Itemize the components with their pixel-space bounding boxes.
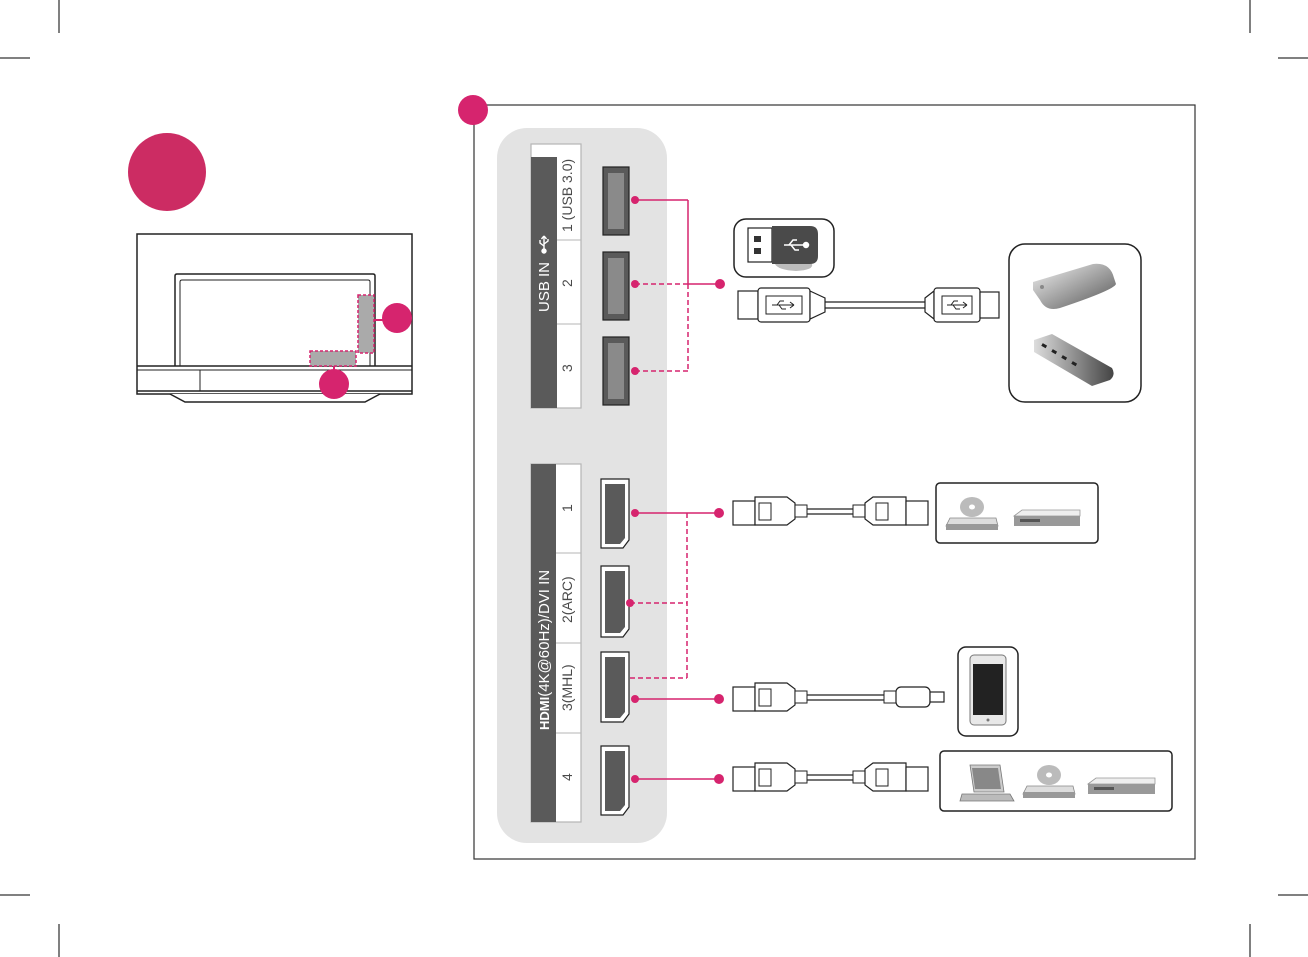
hdmi-port-2: [601, 566, 629, 637]
hdmi-cable-1-icon: [733, 497, 928, 525]
hdmi-label-box: HDMI(4K@60Hz)/DVI IN 1 2(ARC) 3(MHL) 4: [531, 464, 581, 822]
port-panel: [497, 128, 667, 843]
side-port-area: [358, 295, 374, 353]
detail-badge: [458, 95, 488, 125]
set-top-box-2-icon: [1088, 778, 1155, 794]
usb-label-box: USB IN 1 (USB 3.0) 2 3: [531, 144, 581, 408]
hdmi-port-4-label: 4: [559, 773, 575, 781]
set-top-box-icon: [1014, 510, 1080, 526]
hdmi-header: HDMI(4K@60Hz)/DVI IN: [536, 570, 553, 730]
usb-ports: [603, 167, 629, 405]
usb-stick-icon: [734, 219, 834, 277]
hdmi-logo-text: HDMI: [537, 697, 552, 730]
step-badge: [128, 133, 206, 211]
usb-devices-box: [1009, 244, 1141, 402]
bottom-port-area: [310, 351, 356, 366]
hdmi-cable-4-icon: [733, 763, 928, 791]
usb-port-2-label: 2: [559, 279, 575, 287]
tv-back-illustration: [137, 234, 412, 402]
usb-port-3-label: 3: [559, 364, 575, 372]
av-devices-box-1: [936, 483, 1098, 543]
usb-port-3: [603, 337, 629, 405]
smartphone-icon: [970, 655, 1006, 725]
callout-badge-bottom: [319, 369, 349, 399]
usb-port-1: [603, 167, 629, 235]
usb-port-1-label: 1 (USB 3.0): [559, 159, 575, 232]
smartphone-box: [958, 647, 1018, 736]
usb-port-2: [603, 252, 629, 320]
usb-header: USB IN: [536, 262, 553, 312]
hdmi-port-1-label: 1: [559, 504, 575, 512]
usb-cable-icon: [738, 288, 999, 322]
hdmi-port-3-label: 3(MHL): [559, 664, 575, 711]
hdmi-port-1: [601, 479, 629, 548]
av-devices-box-2: [940, 751, 1172, 811]
hdmi-port-4: [601, 746, 629, 815]
hdmi-port-2-label: 2(ARC): [559, 576, 575, 623]
callout-badge-side: [382, 303, 412, 333]
hdmi-header-rest: (4K@60Hz)/DVI IN: [536, 570, 553, 697]
hdmi-port-3: [601, 652, 629, 722]
mhl-cable-icon: [733, 683, 944, 711]
